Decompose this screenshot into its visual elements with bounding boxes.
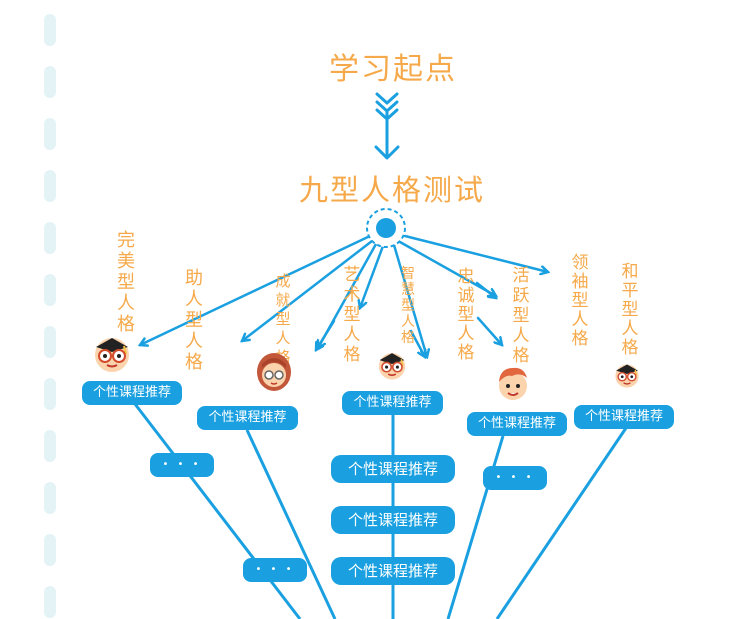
personality-label: 完美型人格 <box>117 230 135 335</box>
avatar-boy-icon <box>499 367 527 400</box>
personality-label: 和平型人格 <box>621 262 639 358</box>
course-recommendation-button[interactable]: 个性课程推荐 <box>342 391 443 415</box>
avatar-boy-glasses-icon <box>378 353 406 380</box>
course-recommendation-button[interactable]: 个性课程推荐 <box>467 412 567 436</box>
personality-label: 助人型人格 <box>185 268 203 373</box>
avatar-girl-icon <box>257 353 291 391</box>
more-ellipsis-button[interactable]: • • • <box>150 453 214 477</box>
personality-label: 智慧型人格 <box>401 266 415 346</box>
course-recommendation-button[interactable]: 个性课程推荐 <box>331 557 455 585</box>
personality-label: 艺术型人格 <box>343 265 361 365</box>
test-title: 九型人格测试 <box>299 173 486 207</box>
course-recommendation-button[interactable]: 个性课程推荐 <box>82 381 182 405</box>
personality-label: 忠诚型人格 <box>457 267 475 363</box>
more-ellipsis-button[interactable]: • • • <box>243 558 307 582</box>
course-recommendation-button[interactable]: 个性课程推荐 <box>331 506 455 534</box>
course-recommendation-button[interactable]: 个性课程推荐 <box>197 406 298 430</box>
avatar-boy-glasses-icon <box>615 364 639 388</box>
avatar-boy-glasses-icon <box>95 338 129 372</box>
course-recommendation-button[interactable]: 个性课程推荐 <box>331 455 455 483</box>
personality-label: 领袖型人格 <box>571 253 589 349</box>
start-title: 学习起点 <box>329 52 457 87</box>
course-recommendation-button[interactable]: 个性课程推荐 <box>574 405 674 429</box>
personality-label: 活跃型人格 <box>512 266 530 366</box>
target-hub-icon <box>366 208 406 248</box>
more-ellipsis-button[interactable]: • • • <box>483 466 547 490</box>
